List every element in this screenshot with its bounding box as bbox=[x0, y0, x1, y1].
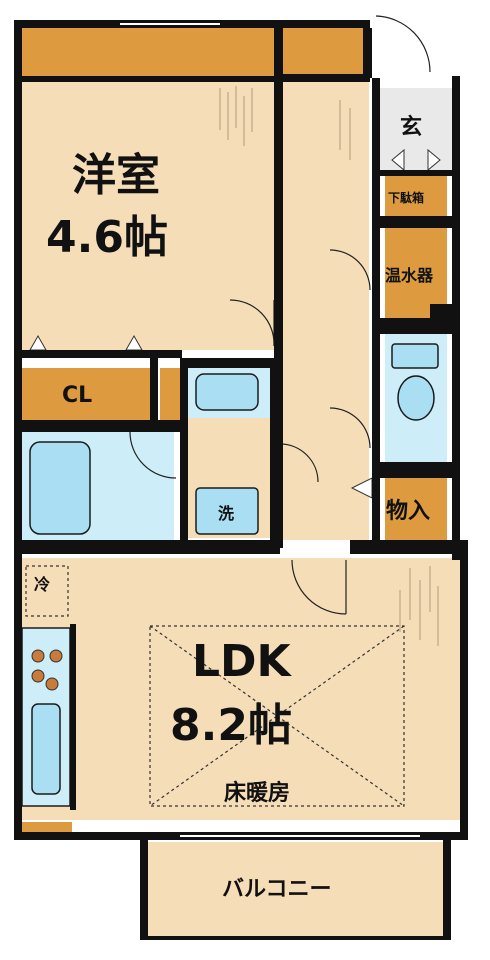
fridge-label: 冷 bbox=[34, 575, 50, 594]
laundry-label: 洗 bbox=[218, 504, 234, 523]
entrance-label: 玄 bbox=[400, 114, 422, 140]
washing-machine bbox=[195, 487, 259, 535]
ldk-floor bbox=[22, 558, 460, 820]
hallway-floor bbox=[283, 80, 369, 540]
storeroom-label: 物入 bbox=[386, 498, 430, 524]
water-heater-block bbox=[385, 228, 447, 318]
western-room-name: 洋室 bbox=[72, 150, 160, 201]
hall-upper-storage bbox=[283, 28, 363, 74]
labels: 洋室 4.6帖 CL 玄 下駄箱 温水器 洗 物入 冷 LDK 8.2帖 床暖房… bbox=[34, 114, 434, 902]
floor-heating-label: 床暖房 bbox=[224, 780, 290, 806]
closet-label: CL bbox=[62, 383, 92, 408]
western-room-size: 4.6帖 bbox=[46, 212, 168, 263]
water-heater-door-swing bbox=[329, 249, 371, 291]
floor-heating-area bbox=[149, 625, 405, 807]
storeroom-block bbox=[385, 478, 447, 540]
balcony-label: バルコニー bbox=[222, 877, 332, 902]
ldk-size: 8.2帖 bbox=[170, 700, 292, 751]
balcony-floor bbox=[148, 842, 443, 936]
fixtures bbox=[21, 343, 439, 807]
doors bbox=[29, 15, 441, 615]
stove-burner-3 bbox=[31, 669, 45, 683]
shoe-box-block bbox=[385, 176, 447, 216]
entrance-floor bbox=[372, 88, 452, 170]
stove-burner-4 bbox=[45, 677, 59, 691]
toilet-door-swing bbox=[329, 407, 371, 449]
hatching bbox=[219, 86, 439, 646]
bath-door-swing bbox=[129, 431, 177, 479]
shoe-box-label: 下駄箱 bbox=[388, 190, 424, 205]
washbasin bbox=[195, 373, 259, 411]
ldk-name: LDK bbox=[192, 636, 293, 687]
kitchen-sink bbox=[31, 703, 61, 795]
closet-block bbox=[22, 368, 150, 420]
washroom-door-swing bbox=[279, 443, 319, 483]
stove-burner-2 bbox=[49, 649, 63, 663]
closet-side-block bbox=[160, 368, 180, 420]
stove-burner-1 bbox=[31, 649, 45, 663]
water-heater-label: 温水器 bbox=[384, 266, 434, 285]
walls bbox=[14, 20, 468, 940]
entrance-door-swing bbox=[375, 15, 431, 73]
ldk-door-swing bbox=[291, 559, 347, 615]
western-room-upper-storage bbox=[22, 28, 274, 76]
toilet-bowl bbox=[397, 375, 435, 421]
bathtub bbox=[29, 441, 91, 535]
fridge-space bbox=[25, 565, 69, 617]
toilet-tank bbox=[391, 343, 439, 369]
